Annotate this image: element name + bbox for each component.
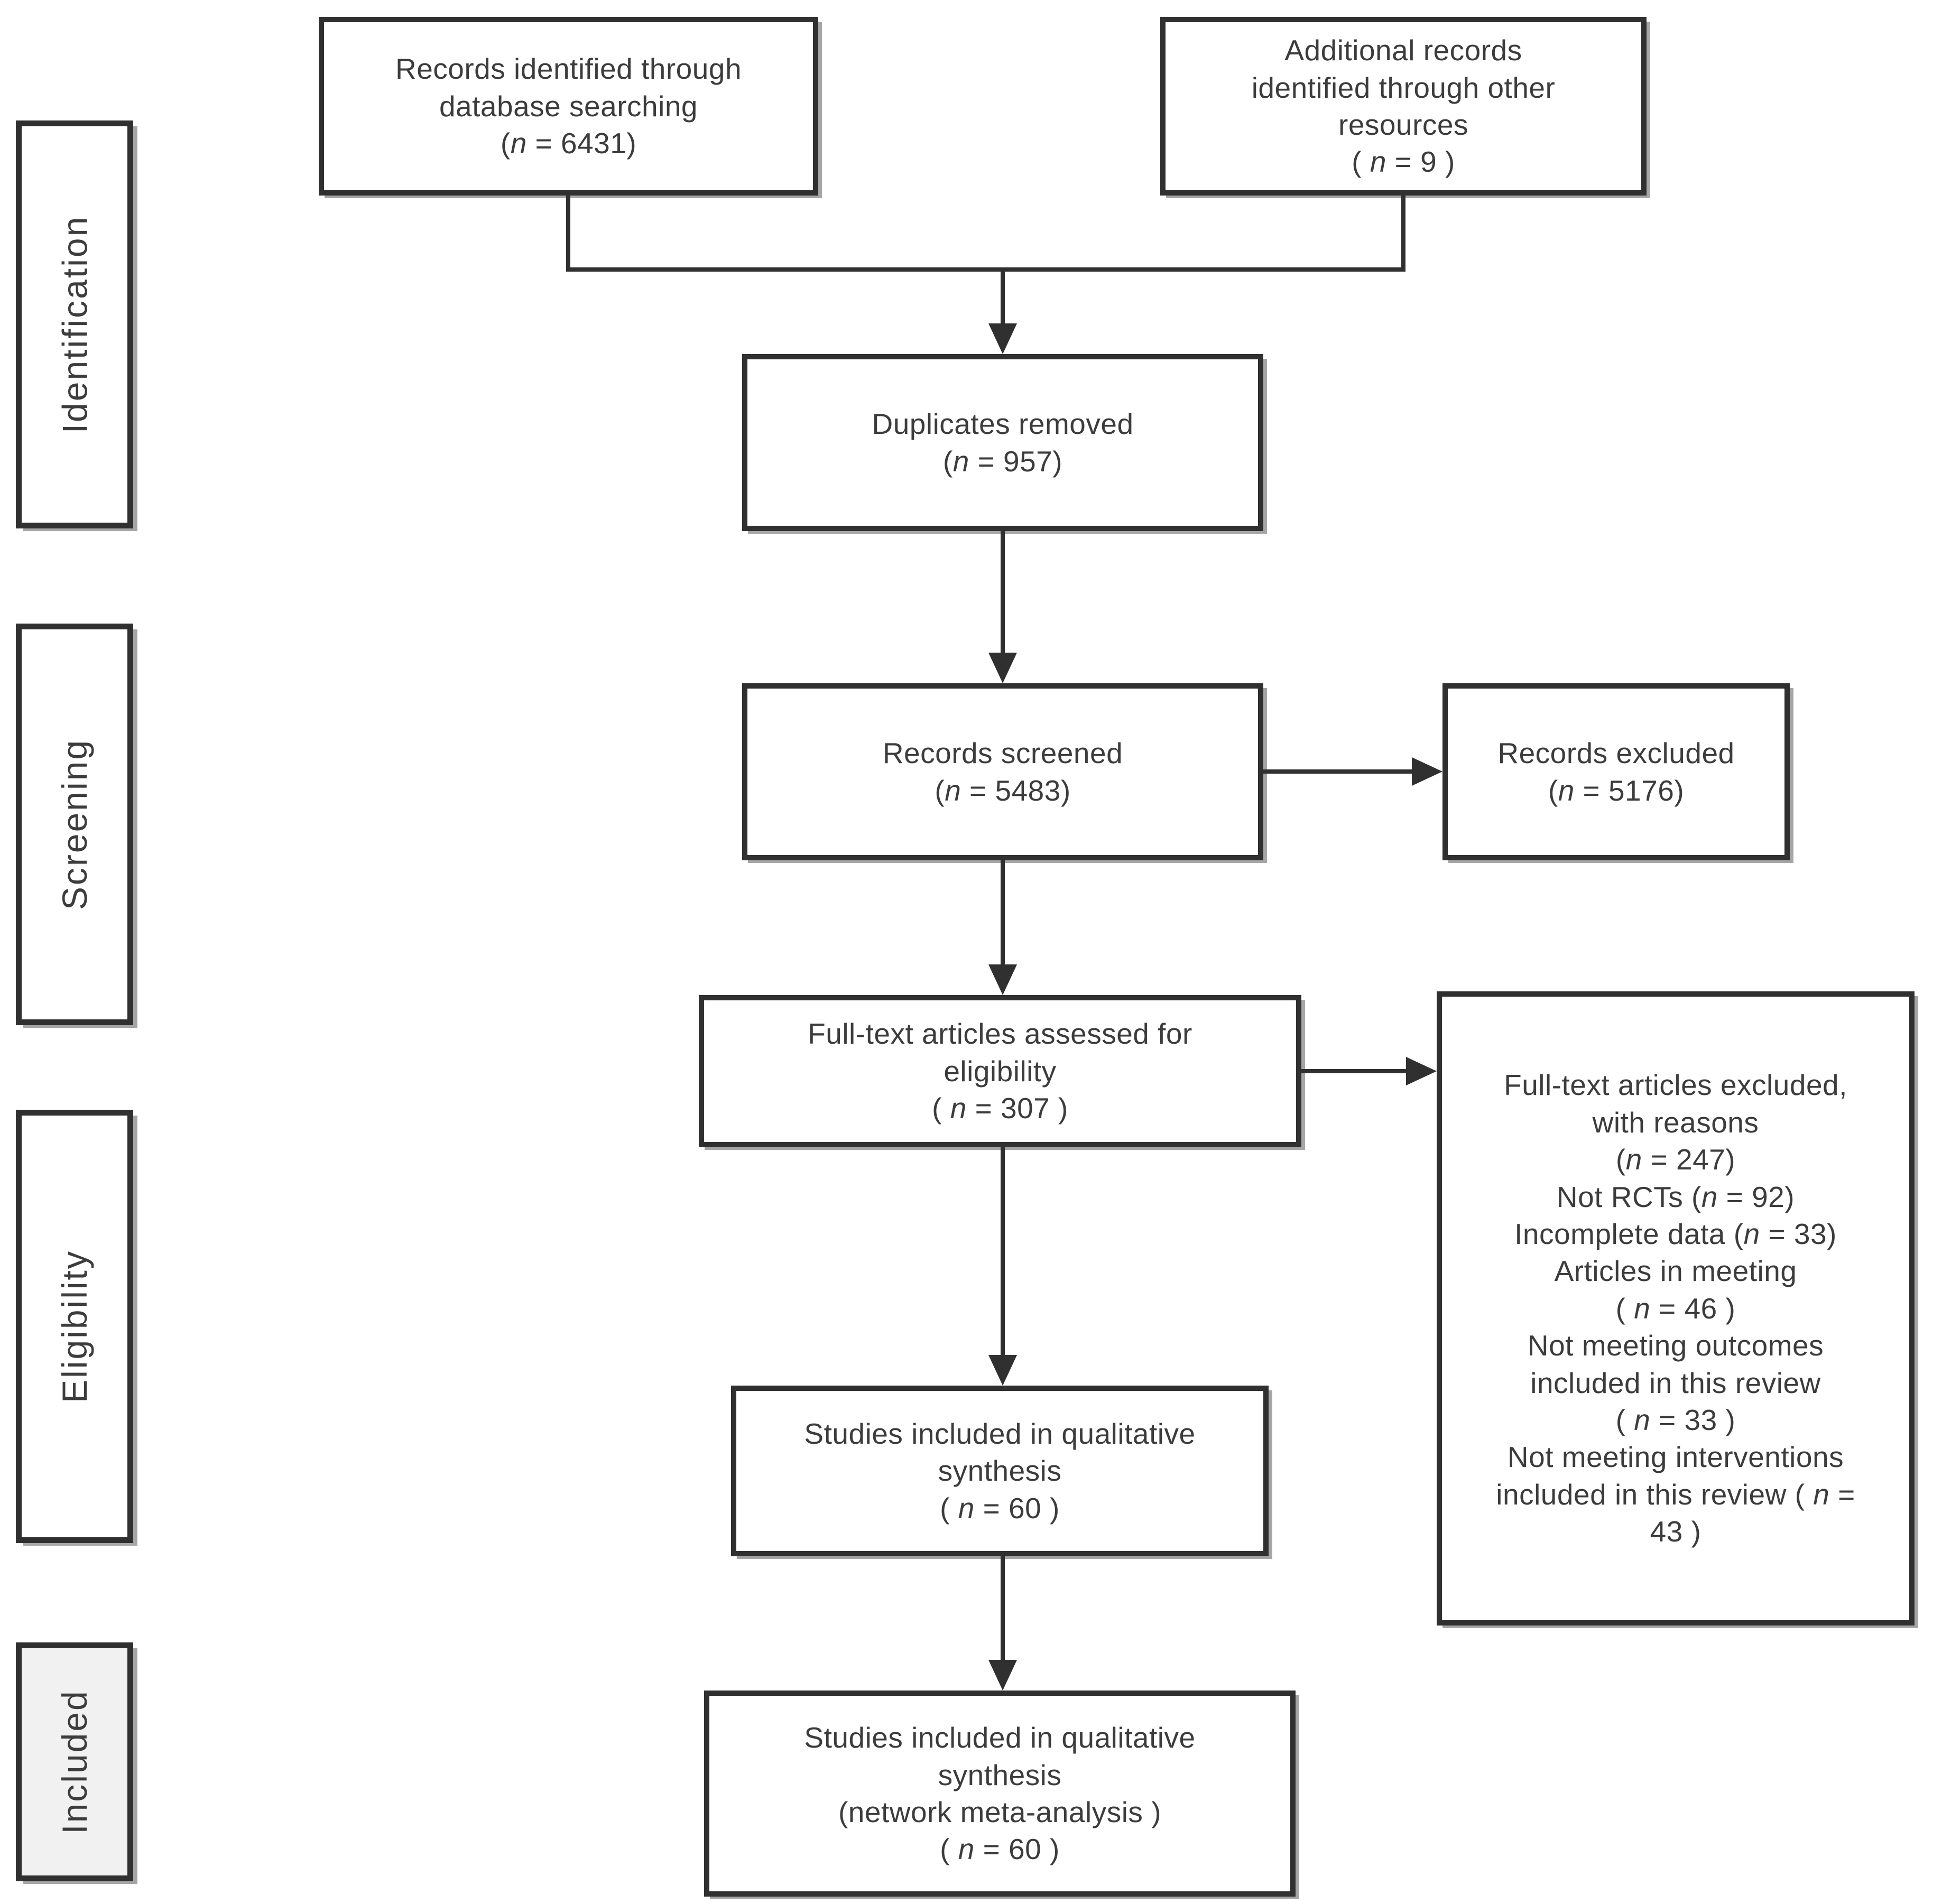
arrowhead-into-network-icon [988, 1660, 1017, 1691]
stage-label-identification: Identification [16, 120, 133, 528]
connector-additional-records-down [1401, 196, 1405, 270]
arrowhead-into-duplicates-icon [988, 323, 1017, 354]
box-records-excluded-text: Records excluded(n = 5176) [1497, 737, 1735, 807]
stage-label-eligibility-text: Eligibility [55, 1250, 94, 1403]
box-records-screened-text: Records screened(n = 5483) [882, 737, 1123, 807]
stage-label-screening-text: Screening [55, 738, 95, 911]
connector-merge-horizontal [566, 267, 1405, 272]
connector-qualitative-to-network [1001, 1556, 1005, 1662]
box-duplicates-removed: Duplicates removed(n = 957) [742, 354, 1263, 531]
connector-fulltext-to-excluded [1301, 1069, 1408, 1073]
arrowhead-into-screened-icon [988, 653, 1017, 683]
box-fulltext-excluded-text: Full-text articles excluded,with reasons… [1496, 1069, 1855, 1548]
connector-screened-to-fulltext [1001, 860, 1005, 967]
arrowhead-into-fulltext-icon [988, 964, 1017, 995]
connector-duplicates-to-screened [1001, 531, 1005, 655]
connector-fulltext-to-qualitative [1001, 1147, 1005, 1358]
box-records-excluded: Records excluded(n = 5176) [1442, 683, 1790, 860]
stage-label-included: Included [16, 1642, 133, 1881]
stage-label-included-text: Included [55, 1689, 94, 1834]
connector-merge-stem [1001, 267, 1005, 327]
arrowhead-into-fulltext-excluded-icon [1406, 1057, 1437, 1085]
stage-label-screening: Screening [16, 624, 133, 1025]
arrowhead-into-qualitative-icon [988, 1355, 1017, 1386]
connector-screened-to-excluded [1263, 769, 1414, 774]
box-fulltext-excluded: Full-text articles excluded,with reasons… [1437, 991, 1915, 1626]
box-duplicates-removed-text: Duplicates removed(n = 957) [872, 407, 1134, 478]
connector-records-identified-down [566, 196, 570, 270]
stage-label-eligibility: Eligibility [16, 1110, 133, 1543]
box-records-screened: Records screened(n = 5483) [742, 683, 1263, 860]
arrowhead-into-records-excluded-icon [1412, 757, 1442, 786]
stage-label-identification-text: Identification [55, 215, 95, 434]
